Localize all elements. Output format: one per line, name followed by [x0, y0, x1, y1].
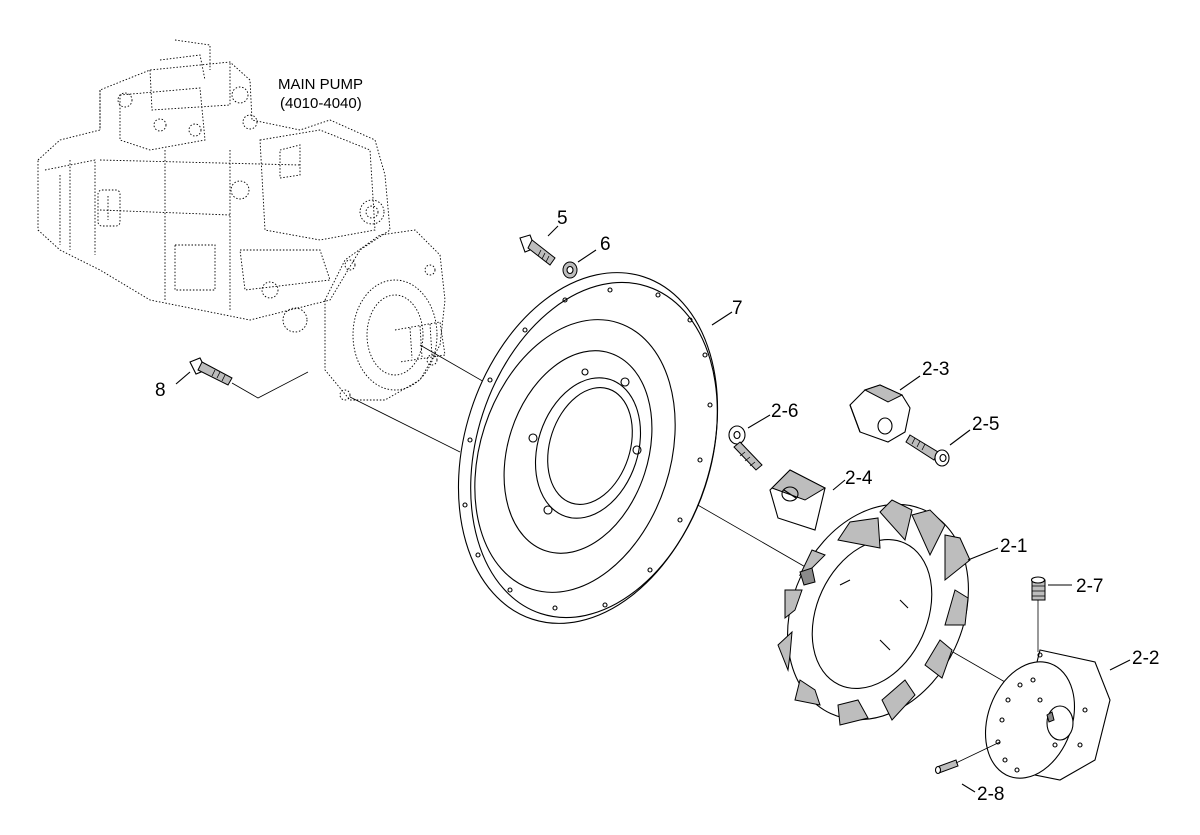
- hub-part-2-2: [984, 649, 1111, 781]
- bolt-part-8: [189, 357, 233, 386]
- bolt-part-5: [519, 234, 556, 266]
- callout-leaders: [175, 225, 1131, 793]
- callout-7: 7: [732, 298, 743, 319]
- set-screw-part-2-7: [1030, 576, 1046, 601]
- callout-8: 8: [155, 380, 166, 401]
- leader-part-8-to-pump: [231, 371, 309, 399]
- bracket-part-2-3: [849, 384, 911, 443]
- callout-2-1: 2-1: [1000, 536, 1027, 557]
- callout-2-7: 2-7: [1076, 576, 1103, 597]
- assembly-subtitle: (4010-4040): [280, 95, 362, 112]
- coupling-ring-part-2-1: [777, 499, 971, 726]
- pin-part-2-8: [934, 759, 959, 775]
- assembly-title: MAIN PUMP: [278, 76, 363, 93]
- callout-2-2: 2-2: [1132, 648, 1159, 669]
- callout-2-5: 2-5: [972, 414, 999, 435]
- bolt-part-2-5: [905, 434, 950, 467]
- callout-2-3: 2-3: [922, 359, 949, 380]
- main-pump-drawing: [37, 39, 446, 401]
- callout-6: 6: [600, 234, 611, 255]
- bolt-part-2-6: [728, 425, 763, 471]
- leader-pin-to-hub: [955, 741, 1001, 764]
- callout-5: 5: [557, 208, 568, 229]
- block-part-2-4: [769, 469, 827, 531]
- flywheel-plate-part-7: [457, 272, 719, 624]
- callout-2-6: 2-6: [771, 401, 798, 422]
- callout-2-8: 2-8: [977, 784, 1004, 805]
- callout-2-4: 2-4: [845, 468, 873, 489]
- washer-part-6: [562, 261, 578, 279]
- assembly-centerline-lower: [349, 396, 461, 453]
